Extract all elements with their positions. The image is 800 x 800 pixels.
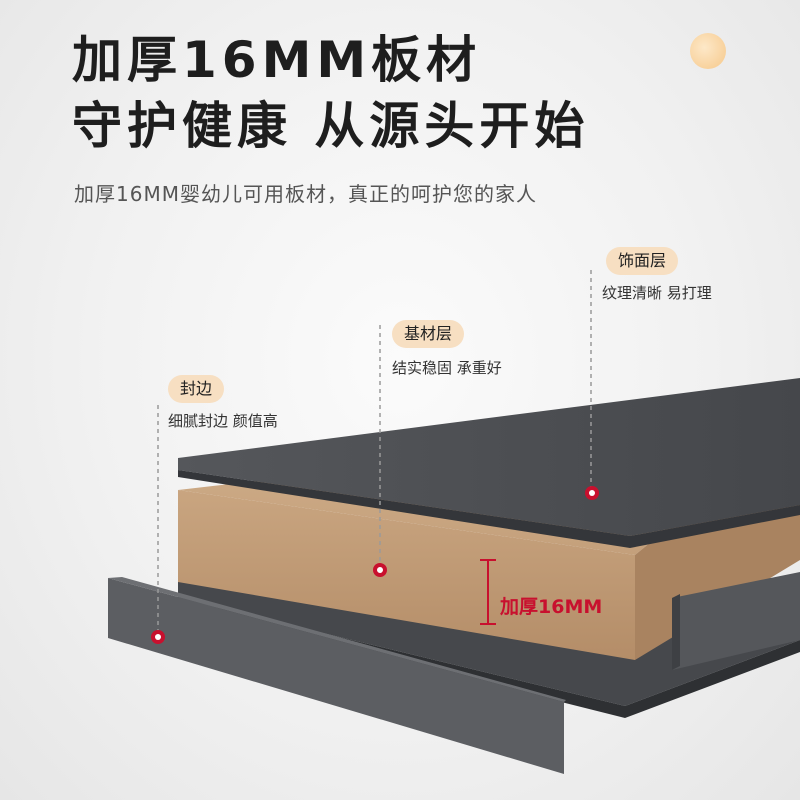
thickness-label: 加厚16MM: [500, 596, 603, 618]
edge-marker-dot: [151, 630, 165, 644]
headline-line-1: 加厚16MM板材: [72, 31, 482, 89]
core-layer-tag: 基材层: [392, 320, 465, 348]
core-marker-dot: [373, 563, 387, 577]
edge-layer-desc: 细腻封边 颜值高: [168, 412, 278, 430]
subheadline: 加厚16MM婴幼儿可用板材，真正的呵护您的家人: [74, 182, 537, 206]
edge-strip-front: [108, 577, 566, 774]
finish-layer-panel: [178, 378, 800, 548]
finish-layer-desc: 纹理清晰 易打理: [602, 284, 712, 302]
decorative-circle: [690, 33, 726, 69]
edge-layer-tag: 封边: [168, 375, 225, 403]
core-layer-desc: 结实稳固 承重好: [392, 359, 502, 377]
headline-line-2: 守护健康 从源头开始: [72, 97, 590, 155]
thickness-indicator: [480, 559, 496, 625]
finish-marker-dot: [585, 486, 599, 500]
finish-layer-tag: 饰面层: [606, 247, 679, 275]
edge-strip-right: [672, 572, 800, 670]
